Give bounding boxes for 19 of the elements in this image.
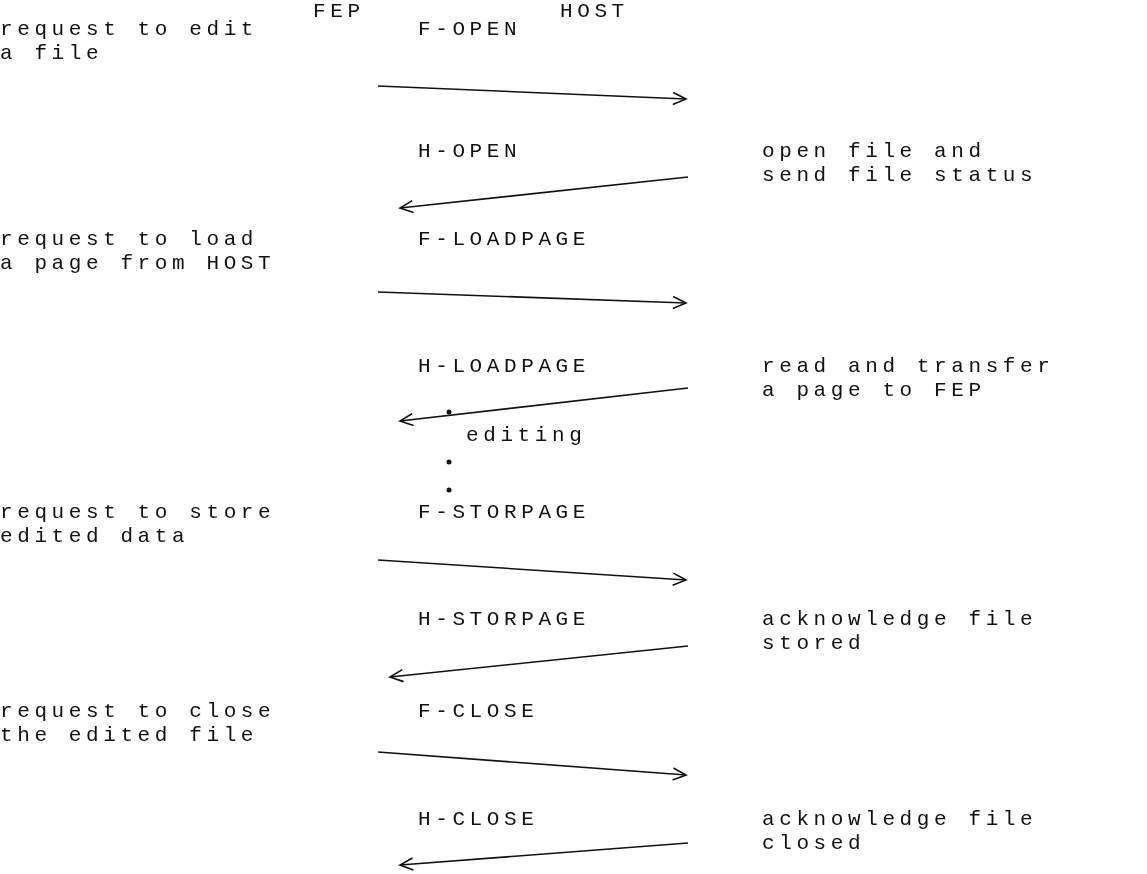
step-description: request to close the edited file xyxy=(0,700,277,748)
column-heading: HOST xyxy=(560,0,630,24)
step-description: request to store edited data xyxy=(0,501,277,549)
step-description: open file and send file status xyxy=(762,140,1039,188)
message-label: F-LOADPAGE xyxy=(418,228,592,252)
column-heading: FEP xyxy=(313,0,366,24)
step-description: acknowledge file closed xyxy=(762,808,1039,856)
note: editing xyxy=(466,424,588,448)
message-label: H-CLOSE xyxy=(418,808,540,832)
message-label: F-CLOSE xyxy=(418,700,540,724)
step-description: read and transfer a page to FEP xyxy=(762,355,1056,403)
message-label: F-OPEN xyxy=(418,18,523,42)
message-label: H-STORPAGE xyxy=(418,608,592,632)
step-description: acknowledge file stored xyxy=(762,608,1039,656)
message-label: H-LOADPAGE xyxy=(418,355,592,379)
step-description: request to edit a file xyxy=(0,18,260,66)
message-label: F-STORPAGE xyxy=(418,501,592,525)
message-label: H-OPEN xyxy=(418,140,523,164)
step-description: request to load a page from HOST xyxy=(0,228,277,276)
